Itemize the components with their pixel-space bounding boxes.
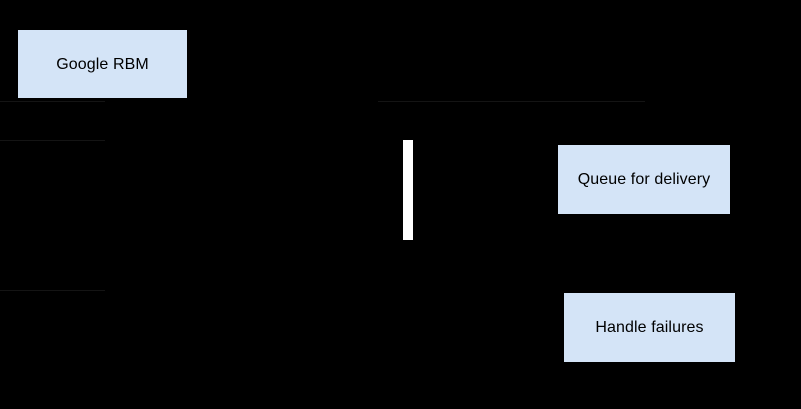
faint-rule-top-left (0, 101, 105, 102)
node-handle-failures[interactable]: Handle failures (564, 293, 735, 362)
faint-rule-middle-left (0, 140, 105, 141)
vertical-connector-bar (403, 140, 413, 240)
node-queue-for-delivery[interactable]: Queue for delivery (558, 145, 730, 214)
faint-rule-bottom-left (0, 290, 105, 291)
node-google-rbm[interactable]: Google RBM (18, 30, 187, 98)
faint-rule-top-center (378, 101, 645, 102)
node-partner-webhook-implementation[interactable]: Partner webhook implementation (345, 46, 469, 83)
